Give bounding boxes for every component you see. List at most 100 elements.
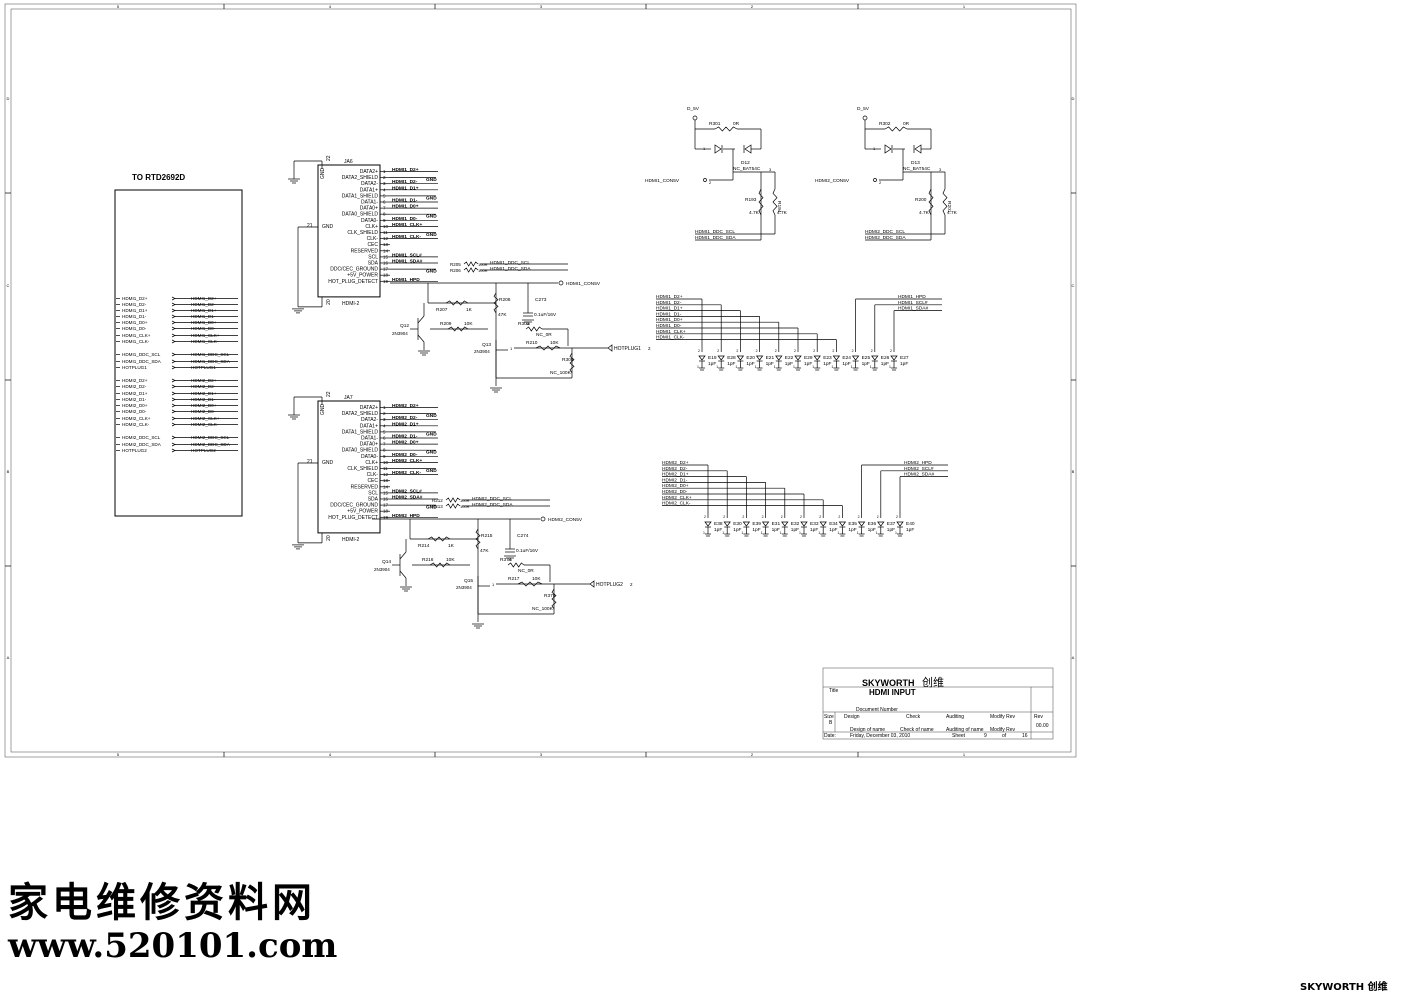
esd-value: 1pF <box>906 527 914 533</box>
ground-symbol <box>288 414 300 420</box>
zone-col-label: 1 <box>963 752 966 757</box>
net-label: GND <box>426 269 437 275</box>
resistor-ref: R209 <box>440 321 452 327</box>
transistor-ref: Q12 <box>400 323 409 329</box>
con5v-port <box>703 178 707 182</box>
bus-signal-left: HOTPLUG1 <box>122 365 147 370</box>
pin-number: 1 <box>755 365 757 369</box>
gnd-pin-label: GND <box>320 168 326 180</box>
port-arrow <box>171 397 176 402</box>
resistor-r2 <box>429 562 451 568</box>
pin-number: 2 <box>858 515 860 519</box>
pin-number: 21 <box>307 459 313 465</box>
esd-diode <box>794 355 802 361</box>
transistor-collector <box>399 551 407 560</box>
bus-signal-left: HDMI2_CLK+ <box>122 416 151 421</box>
resistor-ref: R213 <box>432 504 443 509</box>
pin-number: 2 <box>762 515 764 519</box>
title-label: Title <box>829 688 838 694</box>
esd-diode <box>800 521 808 527</box>
esd-value: 1pF <box>746 361 754 367</box>
pin-number: 3 <box>769 167 772 172</box>
connector-pin-name: DATA2- <box>361 181 378 187</box>
transistor-value: 2N3904 <box>392 331 408 336</box>
pin-number: 1 <box>697 365 699 369</box>
connector-pin-name: CLK_SHIELD <box>347 230 378 236</box>
pin-number: 2 <box>742 515 744 519</box>
connector-pin-name: RESERVED <box>351 484 379 490</box>
pin-number: 1 <box>761 531 763 535</box>
resistor-value: NC_0R <box>518 568 534 574</box>
resistor-r6 <box>569 352 575 374</box>
port-arrow <box>171 320 176 325</box>
hdmi1-esd-array: HDMI1_D2+HDMI1_D2-HDMI1_D1+HDMI1_D1-HDMI… <box>656 294 942 371</box>
diode-value: NC_BAT54C <box>903 166 931 172</box>
connector-pin-name: DATA0- <box>361 218 378 224</box>
esd-net-label: HDMI1_D1+ <box>656 306 683 312</box>
esd-ref: E39 <box>752 521 761 527</box>
resistor-r4 <box>525 326 543 332</box>
connector-pin-name: DATA0- <box>361 454 378 460</box>
port-arrow <box>171 333 176 338</box>
esd-diode <box>717 355 725 361</box>
ddc-net-label: HDMI1_DDC_SCL <box>695 229 735 235</box>
net-label: HDMI1_D0+ <box>392 204 419 210</box>
resistor-r1 <box>427 536 451 542</box>
resistor-value: 4.7K <box>919 210 930 216</box>
net-label: HDMI2_D1+ <box>392 421 419 427</box>
resistor-value: 0R <box>733 121 740 127</box>
transistor-ref: Q13 <box>482 342 491 348</box>
check-name-label: Check of name <box>900 727 934 733</box>
connector-pin-name: DATA1- <box>361 200 378 206</box>
esd-net-label: HDMI1_HPD <box>898 294 926 300</box>
connector-body <box>317 400 381 534</box>
resistor-ref: R207 <box>436 307 448 313</box>
resistor-r3 <box>493 292 499 314</box>
zone-col-label: 3 <box>540 4 543 9</box>
resistor-ref: R216 <box>422 557 434 563</box>
connector-pin-name: CLK+ <box>365 460 378 466</box>
resistor-ref: R302 <box>879 121 891 127</box>
bus-signal-left: HDMI1_CLK- <box>122 339 150 344</box>
pin-number: 2 <box>723 515 725 519</box>
pin-number: 1 <box>510 346 513 351</box>
port-arrow <box>171 384 176 389</box>
zone-col-label: 1 <box>963 4 966 9</box>
pin-number: 20 <box>326 299 332 305</box>
esd-value: 1pF <box>829 527 837 533</box>
pin-number: 2 <box>736 349 738 353</box>
connector-pin-name: SDA <box>368 261 379 267</box>
resistor-value: 100R <box>478 268 488 273</box>
pin-number: 21 <box>307 223 313 229</box>
pin-number: 1 <box>895 531 897 535</box>
diode-triangle <box>744 144 752 154</box>
net-label: GND <box>426 177 437 183</box>
resistor-r <box>884 126 908 132</box>
pin-number: 2 <box>648 346 651 351</box>
esd-net-label: HDMI2_D2- <box>662 466 688 472</box>
pin-number: 1 <box>722 531 724 535</box>
series-resistor <box>463 267 479 273</box>
resistor-ref: R201 <box>946 201 952 213</box>
esd-value: 1pF <box>772 527 780 533</box>
esd-diode <box>857 521 866 527</box>
esd-value: 1pF <box>881 361 889 367</box>
esd-ref: E37 <box>887 521 896 527</box>
esd-net-label: HDMI2_SDA# <box>904 472 934 478</box>
bus-signal-left: HDMI2_D0+ <box>122 403 148 408</box>
resistor-r5 <box>517 581 543 587</box>
ground-symbol <box>490 387 502 393</box>
esd-ref: E19 <box>708 355 717 361</box>
esd-ref: E40 <box>906 521 915 527</box>
resistor-value: 100R <box>478 262 488 267</box>
sheet-label: Sheet <box>952 733 966 739</box>
esd-net-label: HDMI2_D1- <box>662 477 688 483</box>
esd-net-label: HDMI1_SCL# <box>898 300 928 306</box>
resistor-value: NC_0R <box>536 332 552 338</box>
resistor-r1 <box>445 300 469 306</box>
resistor-value: 10K <box>464 321 473 327</box>
pin-number: 20 <box>326 535 332 541</box>
